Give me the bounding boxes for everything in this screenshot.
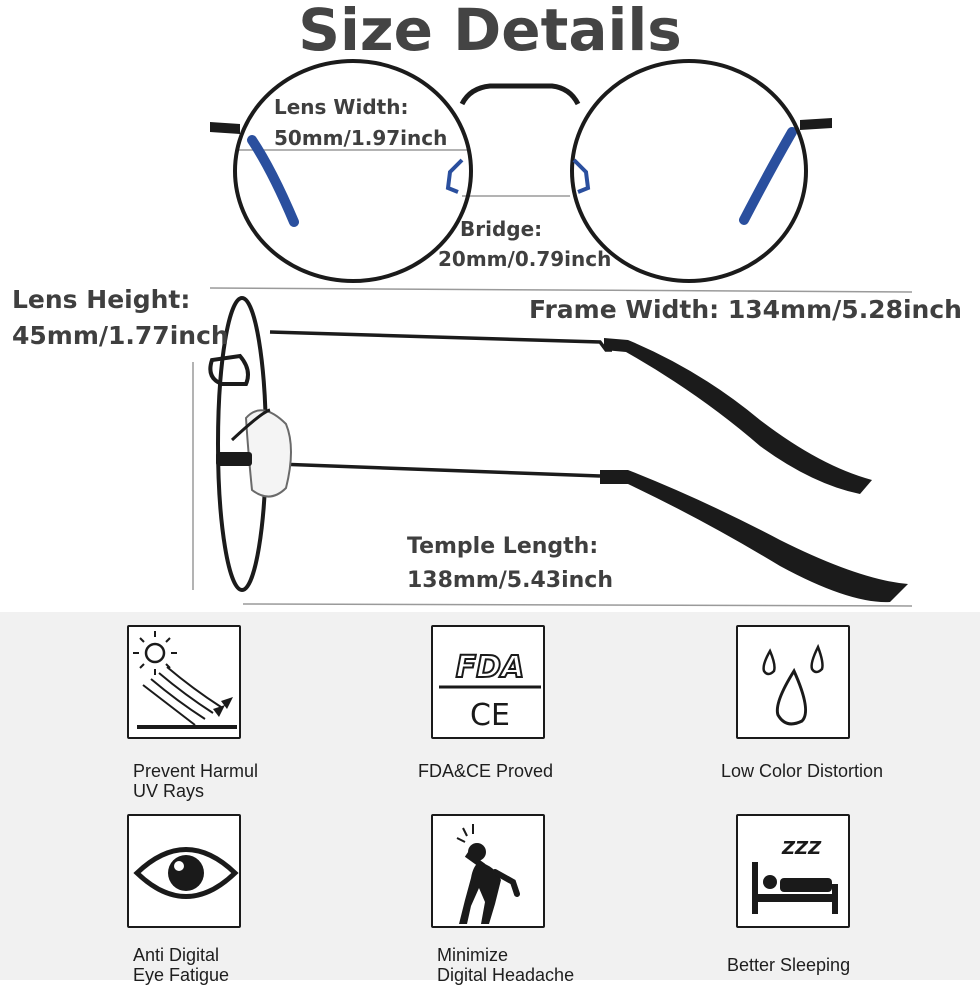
uv-rays-line-2: UV Rays [133,781,205,801]
glasses-illustration [192,59,913,607]
headache-line-1: Minimize [437,945,509,965]
lens-height-title: Lens Height: [12,285,191,314]
eye-fatigue-line-1: Anti Digital [133,945,220,965]
lens-height-value: 45mm/1.77inch [12,321,229,350]
left-nose-pad [445,158,464,194]
fda-ce-label: FDA&CE Proved [418,761,553,781]
temple-length-guide [242,603,913,607]
side-hinge-lower [216,452,252,466]
features-panel: Prevent Harmul UV Rays FDA CE FDA&CE Pro… [0,612,980,985]
right-nose-pad [572,158,591,194]
bridge-value: 20mm/0.79inch [438,247,612,271]
temple-length-label: Temple Length: 138mm/5.43inch [407,530,613,598]
right-hinge [800,118,832,130]
left-hinge [210,122,240,134]
temple-length-value: 138mm/5.43inch [407,568,613,593]
pad-arm [230,408,271,442]
frame-width-label: Frame Width: 134mm/5.28inch [529,292,962,328]
right-temple-tip [739,127,797,225]
fda-ce-line-1: FDA&CE Proved [418,761,554,781]
eye-icon [127,814,241,928]
side-hinge [208,353,250,386]
uv-rays-label: Prevent Harmul UV Rays [133,761,258,801]
uv-rays-icon [127,625,241,739]
temple-length-title: Temple Length: [407,534,599,559]
uv-rays-line-1: Prevent Harmul [133,761,259,781]
fda-text: FDA [456,650,525,685]
bridge-title: Bridge: [460,217,543,241]
frame-width-text: Frame Width: 134mm/5.28inch [529,295,962,324]
water-drops-icon [736,625,850,739]
color-distortion-label: Low Color Distortion [721,761,883,781]
fda-ce-icon: FDA CE [431,625,545,739]
sleeping-line-1: Better Sleeping [727,955,851,975]
size-details-section: Size Details Lens Width: 50mm/1.97inch B… [12,0,962,607]
lower-temple-tip [600,470,908,603]
lens-width-label: Lens Width: 50mm/1.97inch [274,92,447,154]
lens-height-label: Lens Height: 45mm/1.77inch [12,282,229,354]
left-lens [233,59,473,283]
eye-fatigue-line-2: Eye Fatigue [133,965,230,985]
headache-icon [431,814,545,928]
eye-fatigue-label: Anti Digital Eye Fatigue [133,945,229,985]
bridge-bar [459,83,581,106]
lens-width-title: Lens Width: [274,95,409,119]
sleeping-bed-icon: ZZZ [736,814,850,928]
lens-width-value: 50mm/1.97inch [274,126,448,150]
bridge-label: Bridge: 20mm/0.79inch [438,214,611,274]
headache-line-2: Digital Headache [437,965,575,985]
frame-width-guide [209,287,913,293]
upper-temple-arm [269,330,612,352]
headache-label: Minimize Digital Headache [437,945,574,985]
right-lens [570,59,808,283]
color-distortion-line-1: Low Color Distortion [721,761,884,781]
sleeping-label: Better Sleeping [727,955,850,975]
page-title: Size Details [298,0,682,64]
ce-text: CE [470,698,510,733]
zzz-text: ZZZ [781,838,822,859]
left-temple-tip [247,135,299,227]
upper-temple-tip [604,338,872,494]
